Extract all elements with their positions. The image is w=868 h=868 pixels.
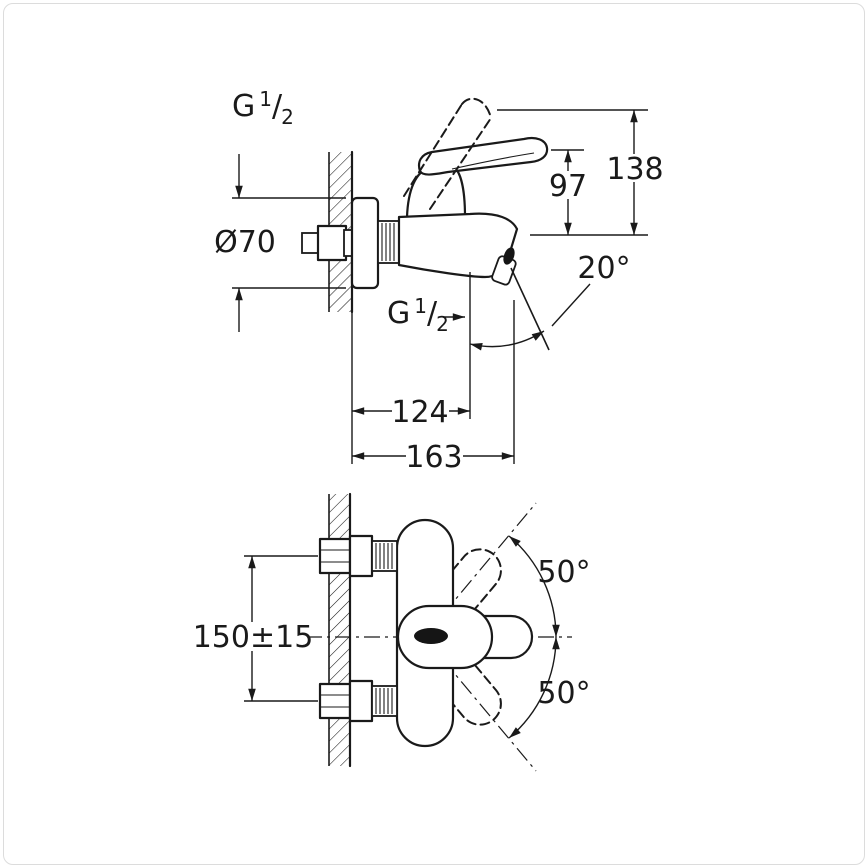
s-union-top [318,534,398,578]
spout-angle-arc [469,330,545,351]
swivel-arc-up [508,535,560,638]
label-bg-97 [546,171,590,199]
connection-distance-label: 150±15 [193,620,314,655]
wall-hatch [329,494,350,766]
lever-detail-line [451,152,535,170]
wall-flange [350,196,380,290]
s-union-bottom [318,679,398,723]
label-bg-138 [606,154,663,182]
union-collar [348,679,374,723]
union-nut [318,682,352,720]
spout-aerator-mouth [503,247,515,265]
spout-angle-line [510,267,550,351]
swivel-angle-down-label: 50° [537,676,590,711]
projection-to-outlet-label: 124 [391,395,448,430]
lever-grip-mouth [414,628,448,644]
label-bg-124 [392,397,449,425]
label-bg-163 [406,442,463,470]
height-to-lever-label: 97 [549,169,587,204]
spout-angle-leader [551,283,591,327]
wall-section-front [328,492,352,768]
projection-total-label: 163 [405,440,462,475]
spout-angle-label: 20° [577,251,630,286]
swivel-arc-down [508,636,560,739]
flange-diameter-label: Ø70 [214,225,276,260]
lever-handle [417,136,549,176]
union-collar [348,534,374,578]
swivel-angle-up-label: 50° [537,555,590,590]
thread-collar [377,220,400,264]
height-lever-raised-label: 138 [606,152,663,187]
lever-handle-raised-dashed [403,97,492,210]
front-view: 150±15 50° 50° [193,492,591,772]
label-bg-150 [196,622,310,651]
union-nut-side [316,224,348,262]
union-nut [318,537,352,575]
